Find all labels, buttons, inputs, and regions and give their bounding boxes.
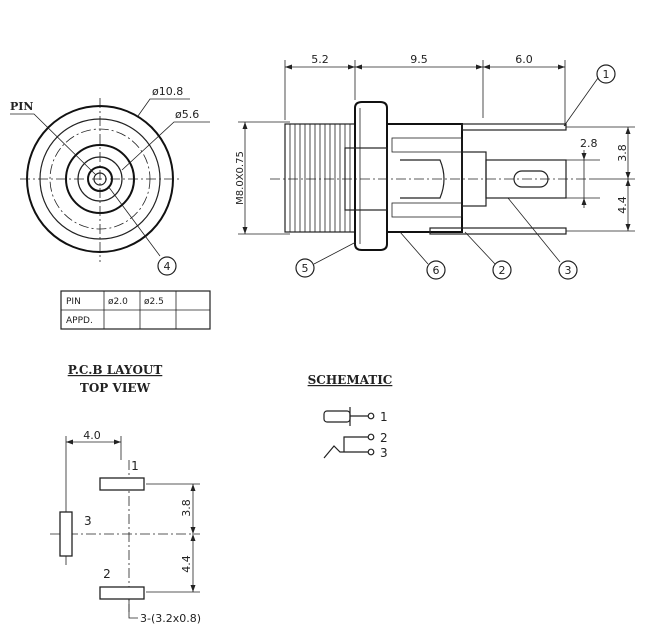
dia-outer-label: ø10.8 xyxy=(152,85,183,98)
dim-thread: M8.0X0.75 xyxy=(235,151,246,205)
balloon-4-text: 4 xyxy=(164,260,171,273)
table-cell: PIN xyxy=(66,297,81,307)
terminal-1-node xyxy=(367,412,375,420)
dim-right-2: 4.4 xyxy=(616,196,629,214)
balloon-6-text: 6 xyxy=(433,264,440,277)
balloon-1 xyxy=(596,64,616,84)
dia-inner-leader xyxy=(121,121,210,171)
balloon-5 xyxy=(295,258,315,278)
pcb-dim-v1: 3.8 xyxy=(180,499,193,517)
terminal-2-node xyxy=(367,433,375,441)
pin-leader xyxy=(10,113,97,176)
schematic-pin1: 1 xyxy=(380,410,388,424)
dim-pin: 2.8 xyxy=(580,137,598,150)
pin-table: PIN ø2.0 ø2.5 APPD. xyxy=(60,290,211,330)
balloon-4-leader xyxy=(107,185,161,257)
table-cell: ø2.5 xyxy=(144,297,164,307)
balloon-2 xyxy=(492,260,512,280)
balloon-5-text: 5 xyxy=(302,262,309,275)
pcb-title: P.C.B LAYOUT xyxy=(68,363,163,377)
terminal-3-node xyxy=(367,448,375,456)
terminal-1 xyxy=(461,123,567,131)
pad-3 xyxy=(59,511,73,557)
pcb-layout: P.C.B LAYOUT TOP VIEW 4.0 3.8 4.4 1 3 2 … xyxy=(50,363,201,625)
dia-inner-label: ø5.6 xyxy=(175,108,199,121)
schematic-pin3: 3 xyxy=(380,446,388,460)
table-cell: ø2.0 xyxy=(108,297,128,307)
schematic-pin2: 2 xyxy=(380,431,388,445)
pad-1-label: 1 xyxy=(131,459,139,473)
balloon-3 xyxy=(558,260,578,280)
side-view: 5.2 9.5 6.0 M8.0X0.75 xyxy=(235,53,635,280)
balloon-4 xyxy=(157,256,177,276)
schematic-pin-symbol xyxy=(323,410,351,423)
pad-2-label: 2 xyxy=(103,567,111,581)
dim-top-1: 5.2 xyxy=(311,53,329,66)
schematic-title: SCHEMATIC xyxy=(308,373,393,387)
pad-2 xyxy=(99,586,145,600)
schematic: SCHEMATIC 1 2 3 xyxy=(308,373,393,460)
pcb-dim-v2: 4.4 xyxy=(180,555,193,573)
pad-3-label: 3 xyxy=(84,514,92,528)
dim-right-1: 3.8 xyxy=(616,144,629,162)
housing xyxy=(386,123,463,233)
dia-outer-leader xyxy=(137,98,190,117)
balloon-1-text: 1 xyxy=(603,68,610,81)
pcb-dim-width: 4.0 xyxy=(83,429,101,442)
dim-top-2: 9.5 xyxy=(410,53,428,66)
balloon-3-text: 3 xyxy=(565,264,572,277)
pin-label: PIN xyxy=(10,100,33,113)
center-pin xyxy=(400,159,445,199)
pad-1 xyxy=(99,477,145,491)
pcb-subtitle: TOP VIEW xyxy=(80,381,151,395)
balloon-6 xyxy=(426,260,446,280)
table-cell: APPD. xyxy=(66,316,93,326)
pad-note: 3-(3.2x0.8) xyxy=(140,612,201,625)
balloon-2-text: 2 xyxy=(499,264,506,277)
dim-top-3: 6.0 xyxy=(515,53,533,66)
front-view: PIN ø10.8 ø5.6 4 xyxy=(10,85,210,276)
flange xyxy=(354,101,388,251)
